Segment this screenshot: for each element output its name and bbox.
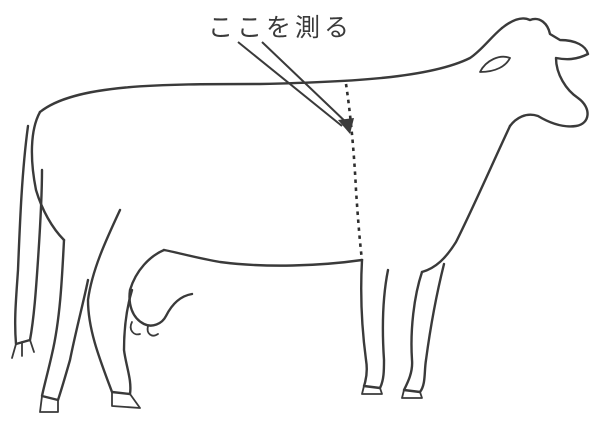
label-pointer-line-right xyxy=(261,41,351,127)
cow-chest-outline xyxy=(420,124,512,274)
cow-tail xyxy=(13,124,44,346)
cow-front-leg-far xyxy=(360,258,390,390)
measure-here-label: ここを測る xyxy=(208,13,354,42)
cow-front-hooves xyxy=(361,385,423,399)
cow-udder xyxy=(128,248,194,327)
cow-rear-leg-near xyxy=(86,208,134,396)
cow-tail-tuft xyxy=(11,339,35,359)
cow-front-leg-near xyxy=(402,262,446,394)
cow-rear-leg-far xyxy=(40,238,90,402)
cow-ear xyxy=(479,55,511,73)
cow-belly-outline xyxy=(162,248,364,267)
cow-head-outline xyxy=(500,17,590,128)
cow-rump-outline xyxy=(30,110,66,242)
girth-measurement-line xyxy=(344,83,364,261)
label-pointer-line-left xyxy=(237,41,343,127)
pointer-arrowhead xyxy=(338,118,354,134)
cow-back-and-neck-outline xyxy=(38,26,504,114)
cow-rear-hooves xyxy=(39,391,141,413)
cow-teats xyxy=(129,321,159,337)
